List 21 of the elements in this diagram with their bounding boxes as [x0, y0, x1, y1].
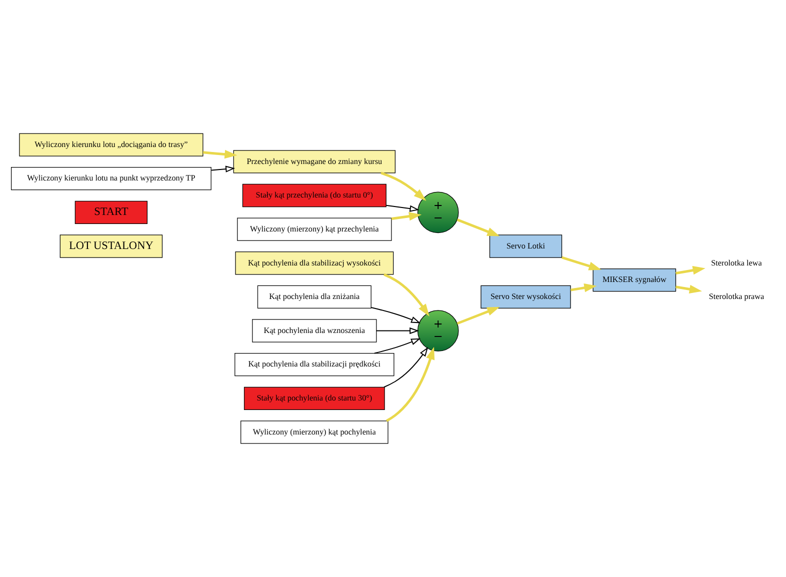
arrow	[676, 266, 706, 275]
arrow	[202, 150, 238, 159]
arrow	[676, 284, 702, 294]
arrow	[456, 306, 500, 325]
arrow	[386, 346, 435, 422]
arrow	[374, 338, 421, 354]
node-box: START	[74, 200, 148, 224]
arrow	[384, 273, 430, 316]
node-box: LOT USTALONY	[60, 234, 163, 258]
arrow	[570, 283, 597, 292]
arrow	[210, 166, 236, 172]
arrow	[456, 218, 500, 236]
node-circle: + −	[417, 310, 459, 352]
arrow	[391, 212, 422, 221]
arrow	[384, 346, 428, 388]
arrow	[386, 204, 420, 212]
arrow	[380, 172, 426, 201]
arrow	[561, 256, 602, 270]
arrow	[370, 307, 421, 324]
arrow	[376, 327, 420, 334]
node-circle: + −	[417, 192, 459, 234]
